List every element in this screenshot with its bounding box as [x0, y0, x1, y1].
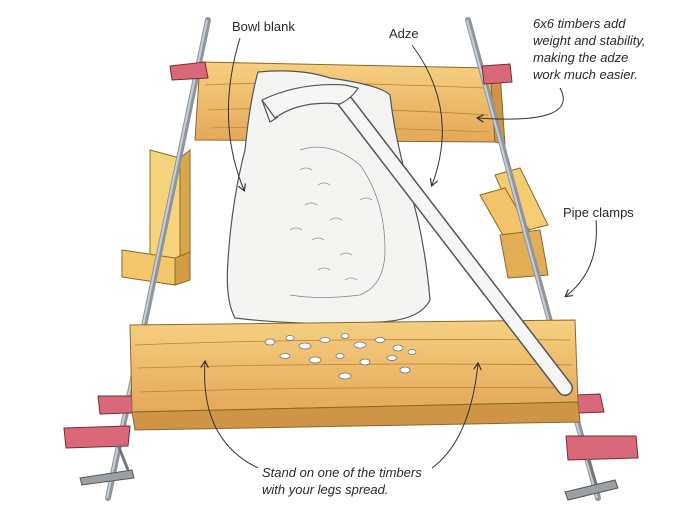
stand-note-line-2: with your legs spread. — [262, 482, 389, 497]
stand-note-line-1: Stand on one of the timbers — [262, 465, 422, 480]
timbers-note: 6x6 timbers add weight and stability, ma… — [533, 15, 693, 83]
timbers-note-line-4: work much easier. — [533, 67, 638, 82]
stand-note: Stand on one of the timbers with your le… — [262, 464, 482, 498]
timbers-note-line-2: weight and stability, — [533, 33, 646, 48]
pipe-clamps-label: Pipe clamps — [563, 205, 634, 220]
adze-label: Adze — [389, 26, 419, 41]
timbers-note-line-3: making the adze — [533, 50, 629, 65]
wood-chips — [264, 333, 417, 380]
timbers-note-line-1: 6x6 timbers add — [533, 16, 626, 31]
leader-arrows — [205, 37, 597, 469]
front-timber — [129, 319, 581, 431]
adze-tool — [261, 84, 573, 396]
bowl-blank-label: Bowl blank — [232, 19, 295, 34]
